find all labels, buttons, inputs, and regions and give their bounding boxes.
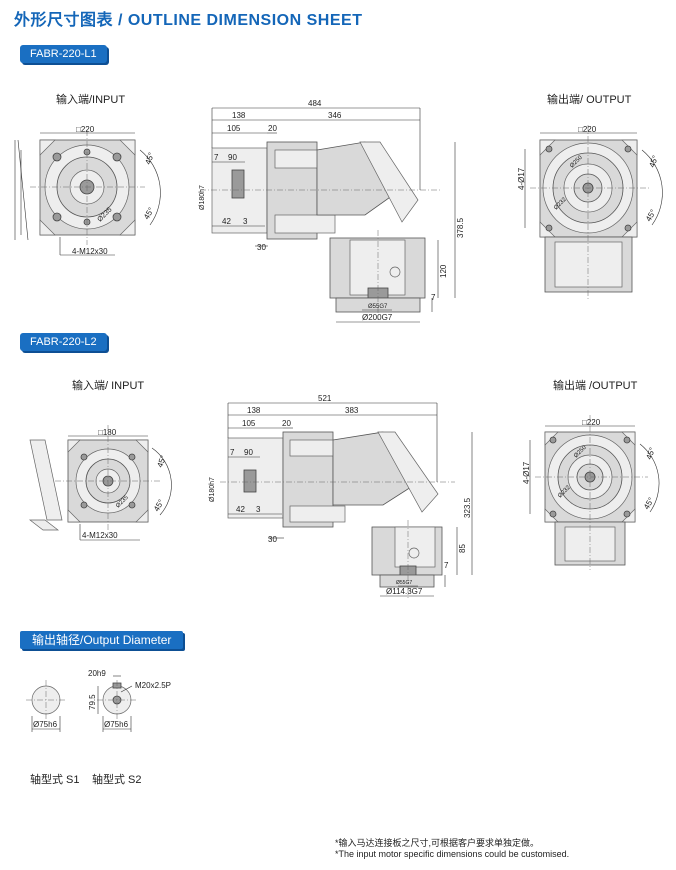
- page-title: 外形尺寸图表 / OUTLINE DIMENSION SHEET: [14, 12, 363, 29]
- l1-dim-138: 138: [232, 111, 246, 120]
- l1-dim-30: 30: [257, 243, 266, 252]
- l1-dim-484: 484: [308, 99, 322, 108]
- l2-output-view: □220 4-Ø17 45° 45° Ø250 Ø232: [522, 415, 660, 570]
- l1-dim-42: 42: [222, 217, 231, 226]
- l2-dim-521: 521: [318, 394, 332, 403]
- l1-input-square: □220: [76, 125, 95, 134]
- l2-dim-383: 383: [345, 406, 359, 415]
- shaft-s1-view: Ø75h6: [26, 680, 66, 732]
- input-label-l2: 输入端/ INPUT: [72, 380, 145, 392]
- l2-dim-114: Ø114.3G7: [386, 587, 423, 596]
- l2-dim-138: 138: [247, 406, 261, 415]
- l2-dim-7b: 7: [444, 561, 449, 570]
- l1-dim-90: 90: [228, 153, 237, 162]
- l1-output-holes: 4-Ø17: [517, 167, 526, 190]
- l1-side-view: 484 138 346 105 20 7 90 Ø180h7 42 3 30 3…: [199, 99, 465, 323]
- l1-dim-55: Ø55G7: [368, 304, 388, 310]
- l2-dim-42: 42: [236, 505, 245, 514]
- l2-dim-55: Ø55G7: [396, 580, 412, 586]
- l1-input-angle1: 45°: [143, 151, 156, 165]
- shaft-s2-view: 20h9 M20x2.5P 79.5 Ø75h6: [88, 669, 171, 732]
- shaft-s1-dia: Ø75h6: [33, 720, 58, 729]
- l1-dim-105: 105: [227, 124, 241, 133]
- output-label-l1: 输出端/ OUTPUT: [547, 94, 632, 106]
- shaft-s2-key: 20h9: [88, 669, 106, 678]
- l2-side-view: 521 138 383 105 20 7 90 Ø180h7 42 3 30 3…: [209, 394, 473, 598]
- l2-output-angle2: 45°: [642, 496, 656, 511]
- l1-dim-20: 20: [268, 124, 277, 133]
- l2-dim-180: Ø180h7: [209, 477, 216, 502]
- model-tag-l1: FABR-220-L1: [20, 45, 107, 63]
- l2-dim-90: 90: [244, 448, 253, 457]
- l2-dim-105: 105: [242, 419, 256, 428]
- l2-dim-7: 7: [230, 448, 235, 457]
- l1-output-angle2: 45°: [644, 208, 658, 223]
- l1-output-angle1: 45°: [647, 154, 660, 168]
- l1-dim-7b: 7: [431, 293, 436, 302]
- l1-output-square: □220: [578, 125, 597, 134]
- l2-dim-85: 85: [458, 544, 467, 553]
- l1-input-view: □220 45° 45° Ø235 4-M12x30: [14, 125, 161, 256]
- shaft-s2-height: 79.5: [88, 694, 97, 710]
- l2-input-square: □180: [98, 428, 117, 437]
- shaft-s1-label: 轴型式 S1: [30, 774, 80, 786]
- l1-dim-378: 378.5: [456, 217, 465, 238]
- l1-input-bolt: 4-M12x30: [72, 247, 108, 256]
- shaft-s2-dia: Ø75h6: [104, 720, 129, 729]
- output-label-l2: 输出端 /OUTPUT: [553, 380, 638, 392]
- l2-dim-20: 20: [282, 419, 291, 428]
- l2-output-angle1: 45°: [644, 446, 657, 460]
- l1-dim-120: 120: [439, 264, 448, 278]
- l2-input-bolt: 4-M12x30: [82, 531, 118, 540]
- l1-dim-7: 7: [214, 153, 219, 162]
- l1-output-view: □220 4-Ø17 45° 45° Ø250 Ø232: [517, 125, 663, 300]
- l1-dim-3: 3: [243, 217, 248, 226]
- section-tag-output-diameter: 输出轴径/Output Diameter: [20, 631, 184, 649]
- l2-dim-3: 3: [256, 505, 261, 514]
- model-tag-l2: FABR-220-L2: [20, 333, 107, 351]
- l2-dim-30: 30: [268, 535, 277, 544]
- l2-dim-323: 323.5: [463, 497, 472, 518]
- l2-input-angle1: 45°: [155, 454, 168, 468]
- shaft-s2-label: 轴型式 S2: [92, 774, 142, 786]
- l2-output-square: □220: [582, 418, 601, 427]
- footnote-cn: *输入马达连接板之尺寸,可根据客户要求单独定做。: [335, 838, 540, 848]
- shaft-s2-thread: M20x2.5P: [135, 681, 171, 690]
- l1-dim-180: Ø180h7: [199, 185, 206, 210]
- input-label-l1: 输入端/INPUT: [56, 94, 126, 106]
- l2-input-view: □180 45° 45° Ø235 4-M12x30: [28, 425, 172, 541]
- l1-dim-346: 346: [328, 111, 342, 120]
- l2-output-holes: 4-Ø17: [522, 461, 531, 484]
- l1-dim-200: Ø200G7: [362, 313, 393, 322]
- footnote-en: *The input motor specific dimensions cou…: [335, 849, 570, 859]
